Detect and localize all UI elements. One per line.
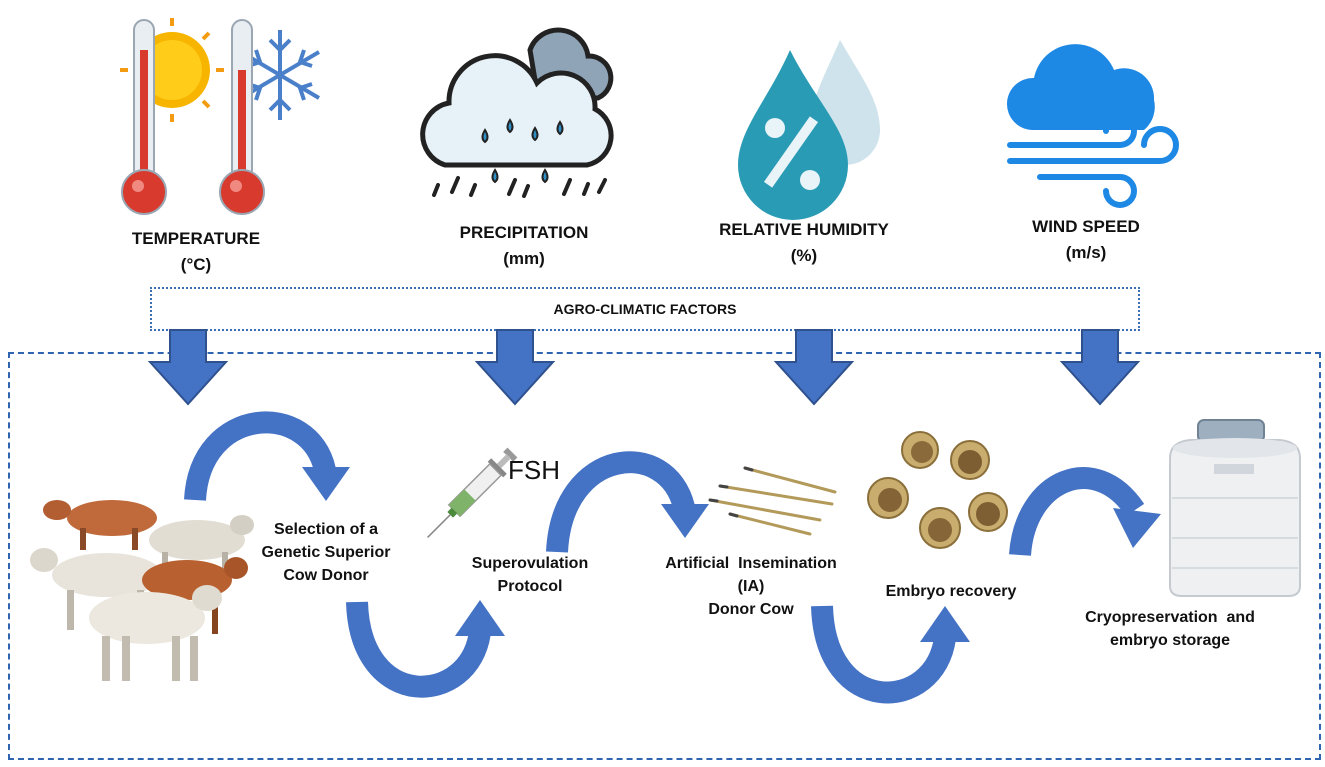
- thermometer-icon: [121, 19, 167, 215]
- cow-icon: [89, 585, 222, 681]
- step-line: Cow Donor: [283, 567, 369, 584]
- curved-arrow-icon: [811, 605, 970, 704]
- fsh-label: FSH: [508, 455, 560, 485]
- step-label-superovulation: Superovulation Protocol: [450, 552, 610, 598]
- factor-name: RELATIVE HUMIDITY: [719, 220, 889, 239]
- agro-climatic-label: AGRO-CLIMATIC FACTORS: [553, 301, 737, 317]
- step-label-selection: Selection of a Genetic Superior Cow Dono…: [246, 518, 406, 587]
- step-line: Embryo recovery: [885, 583, 1017, 600]
- syringe-icon: [427, 447, 518, 538]
- step-line: embryo storage: [1109, 632, 1231, 649]
- curved-arrow-icon: [346, 600, 505, 698]
- factor-name: WIND SPEED: [1032, 217, 1140, 236]
- factor-unit: (%): [790, 246, 818, 265]
- embryo-icon: [901, 431, 939, 469]
- thermometer-icon: [219, 19, 265, 215]
- factor-label-precipitation: PRECIPITATION (mm): [404, 220, 644, 272]
- factor-label-temperature: TEMPERATURE (°C): [76, 226, 316, 278]
- factor-label-wind: WIND SPEED (m/s): [966, 214, 1206, 266]
- step-line: Cryopreservation and: [1085, 609, 1255, 626]
- down-arrow-icon: [147, 329, 229, 406]
- embryo-icon: [867, 477, 909, 519]
- embryo-icon: [968, 492, 1008, 532]
- step-line: (IA): [737, 578, 765, 595]
- humidity-drop-icon: [738, 40, 880, 220]
- embryo-icon: [950, 440, 990, 480]
- step-line: Artificial Insemination: [665, 555, 837, 572]
- down-arrow-icon: [773, 329, 855, 406]
- process-frame: [8, 352, 1321, 760]
- insemination-straws-icon: [708, 466, 837, 536]
- factor-name: PRECIPITATION: [459, 223, 589, 242]
- step-line: Protocol: [497, 578, 563, 595]
- step-line: Donor Cow: [708, 601, 794, 618]
- cows-image: [30, 500, 254, 681]
- down-arrow-icon: [474, 329, 556, 406]
- cow-icon: [43, 500, 157, 550]
- factor-unit: (m/s): [1065, 243, 1107, 262]
- factor-unit: (mm): [503, 249, 545, 268]
- down-arrow-icon: [1059, 329, 1141, 406]
- factor-label-humidity: RELATIVE HUMIDITY (%): [684, 217, 924, 269]
- rain-cloud-icon: [420, 27, 614, 198]
- thermometer-sun-snow-icon: [120, 18, 321, 215]
- step-line: Genetic Superior: [261, 544, 391, 561]
- factor-unit: (°C): [180, 255, 212, 274]
- embryo-icon: [919, 507, 961, 549]
- embryos-image: [867, 431, 1008, 549]
- factor-name: TEMPERATURE: [131, 229, 261, 248]
- wind-cloud-icon: [1006, 44, 1179, 208]
- step-label-insemination: Artificial Insemination (IA) Donor Cow: [636, 552, 866, 621]
- step-label-cryopreservation: Cryopreservation and embryo storage: [1070, 606, 1270, 652]
- curved-arrow-icon: [546, 451, 709, 553]
- curved-arrow-icon: [1009, 467, 1161, 557]
- cryo-tank-icon: [1169, 419, 1301, 597]
- step-label-embryo-recovery: Embryo recovery: [866, 580, 1036, 603]
- step-line: Superovulation: [471, 555, 589, 572]
- agro-climatic-box: AGRO-CLIMATIC FACTORS: [150, 287, 1140, 331]
- curved-arrow-icon: [184, 411, 350, 502]
- step-line: Selection of a: [273, 521, 379, 538]
